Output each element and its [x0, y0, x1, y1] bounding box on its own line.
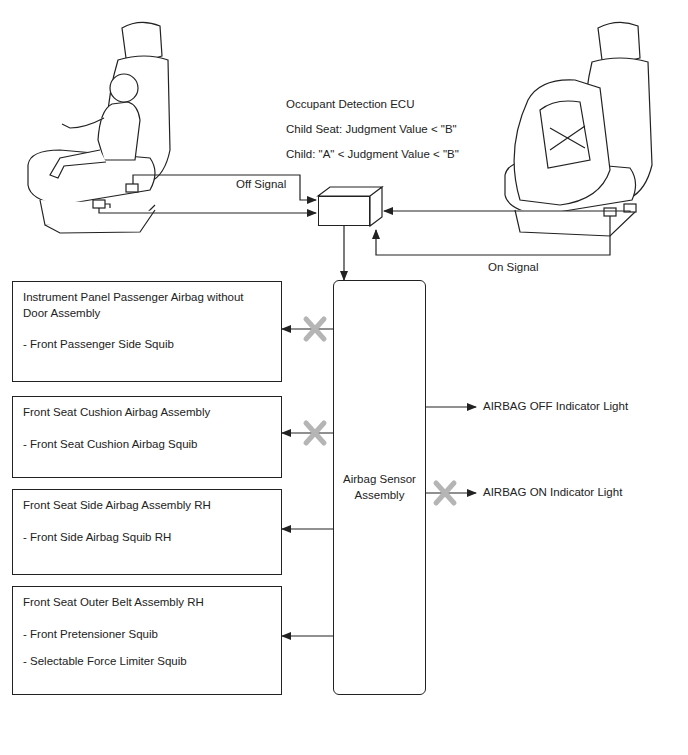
connector [343, 226, 344, 280]
squib-name: - Front Pretensioner Squib [23, 627, 271, 643]
signal-label: On Signal [486, 261, 541, 273]
indicator-label: AIRBAG OFF Indicator Light [481, 400, 630, 412]
box-title: Front Seat Cushion Airbag Assembly [23, 405, 271, 421]
component-box: Front Seat Cushion Airbag Assembly - Fron… [12, 396, 282, 478]
squib-name: - Selectable Force Limiter Squib [23, 654, 271, 670]
seat-with-child-seat [505, 22, 652, 236]
ecu-box-top [318, 187, 382, 226]
squib-name: - Front Passenger Side Squib [23, 337, 271, 353]
squib-name: - Front Side Airbag Squib RH [23, 530, 271, 546]
connector [282, 328, 333, 329]
component-box: Instrument Panel Passenger Airbag withou… [12, 281, 282, 382]
box-title: Instrument Panel Passenger Airbag withou… [23, 290, 271, 321]
component-box: Front Seat Side Airbag Assembly RH - Fron… [12, 489, 282, 575]
signal-label: Off Signal [234, 178, 288, 190]
sensor-box: Airbag Sensor Assembly [333, 280, 426, 695]
judgment-note: Child Seat: Judgment Value < "B" [286, 123, 457, 135]
seat-with-occupant [28, 22, 170, 233]
connector [282, 528, 333, 529]
ecu-title: Occupant Detection ECU [286, 98, 414, 110]
box-title: Front Seat Side Airbag Assembly RH [23, 498, 271, 514]
squib-name: - Front Seat Cushion Airbag Squib [23, 437, 271, 453]
ecu-box: Occupant Detection ECUChild Seat: Judgme… [318, 196, 370, 226]
component-box: Front Seat Outer Belt Assembly RH - Front… [12, 586, 282, 695]
connector [282, 635, 333, 636]
connector [282, 432, 333, 433]
judgment-note: Child: "A" < Judgment Value < "B" [286, 148, 459, 160]
indicator-label: AIRBAG ON Indicator Light [481, 486, 624, 498]
box-title: Airbag Sensor Assembly [340, 472, 419, 503]
box-title: Front Seat Outer Belt Assembly RH [23, 595, 271, 611]
